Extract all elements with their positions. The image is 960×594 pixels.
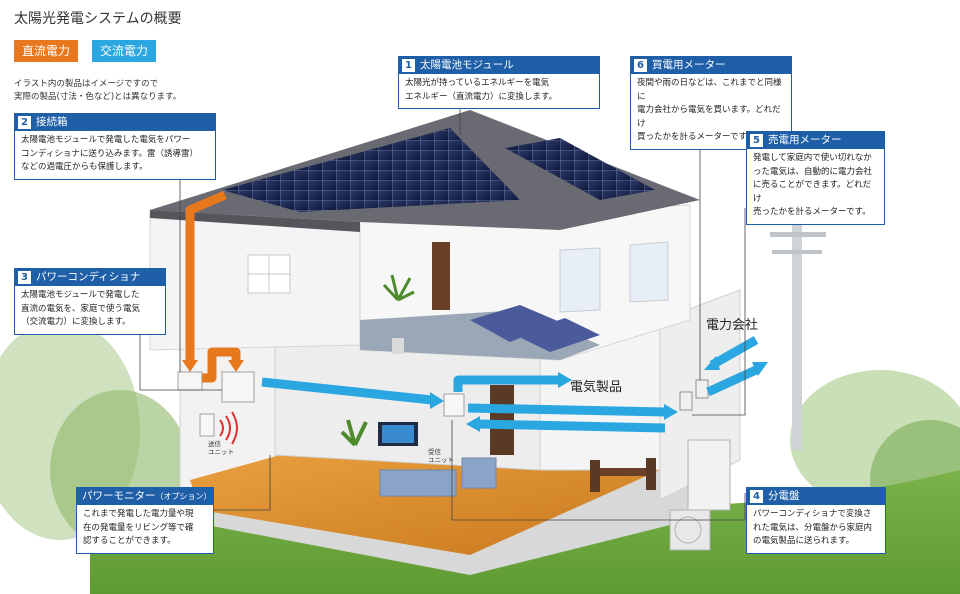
callout-body: パワーコンディショナで変換さ れた電気は、分電盤から家庭内 の電気製品に送られま… — [753, 509, 873, 546]
solar-panels-right — [505, 138, 655, 200]
label-power-company: 電力会社 — [706, 318, 759, 333]
callout-header: 1 太陽電池モジュール — [399, 57, 599, 74]
distribution-board — [443, 393, 465, 417]
heat-pump-tank — [687, 439, 731, 511]
callout-header: 2 接続箱 — [15, 114, 215, 131]
callout-number: 2 — [18, 116, 31, 129]
callout-header: 3 パワーコンディショナ — [15, 269, 165, 286]
image-disclaimer-text: イラスト内の製品はイメージですので 実際の製品(寸法・色など)とは異なります。 — [14, 79, 182, 102]
label-receiver-unit: 受信 ユニット — [428, 448, 454, 464]
sell-meter — [679, 391, 693, 411]
callout-body: これまで発電した電力量や現 在の発電量をリビング等で確 認することができます。 — [83, 509, 194, 546]
callout-header: 6 買電用メーター — [631, 57, 791, 74]
callout-title: 太陽電池モジュール — [420, 58, 514, 71]
page-title: 太陽光発電システムの概要 — [14, 11, 182, 27]
power-conditioner — [221, 371, 255, 403]
callout-power-conditioner: 3 パワーコンディショナ 太陽電池モジュールで発電した 直流の電気を、家庭で使う… — [14, 268, 166, 335]
callout-header: 5 売電用メーター — [747, 132, 884, 149]
legend-ac: 交流電力 — [92, 40, 157, 62]
transmitter-unit — [199, 413, 215, 437]
callout-power-monitor: パワーモニター （オプション） これまで発電した電力量や現 在の発電量をリビング… — [76, 487, 214, 554]
callout-number: 6 — [634, 59, 647, 72]
callout-junction-box: 2 接続箱 太陽電池モジュールで発電した電気をパワー コンディショナに送り込みま… — [14, 113, 216, 180]
callout-title: パワーモニター — [82, 489, 156, 502]
ac-flow-arrows — [261, 336, 759, 433]
callout-number: 5 — [750, 134, 763, 147]
callout-title: 売電用メーター — [768, 133, 842, 146]
callout-distribution-board: 4 分電盤 パワーコンディショナで変換さ れた電気は、分電盤から家庭内 の電気製… — [746, 487, 886, 554]
callout-title: 買電用メーター — [652, 58, 726, 71]
outdoor-unit — [669, 509, 711, 551]
callout-body: 太陽光が持っているエネルギーを電気 エネルギー（直流電力）に変換します。 — [405, 78, 558, 102]
label-appliances: 電気製品 — [570, 380, 623, 395]
callout-title-option: （オプション） — [155, 491, 212, 501]
callout-number: 4 — [750, 490, 763, 503]
callout-solar-module: 1 太陽電池モジュール 太陽光が持っているエネルギーを電気 エネルギー（直流電力… — [398, 56, 600, 109]
ground-floor-floor — [190, 455, 660, 555]
callout-body: 発電して家庭内で使い切れなか った電気は、自動的に電力会社 に売ることができます… — [753, 153, 873, 217]
callout-sell-meter: 5 売電用メーター 発電して家庭内で使い切れなか った電気は、自動的に電力会社 … — [746, 131, 885, 225]
dc-flow-arrows — [185, 190, 241, 383]
label-transmitter-unit: 送信 ユニット — [208, 440, 234, 456]
callout-header: パワーモニター （オプション） — [77, 488, 213, 505]
callout-title: パワーコンディショナ — [36, 270, 141, 283]
buy-meter — [695, 379, 709, 399]
junction-box — [177, 371, 203, 391]
solar-panels-left — [222, 128, 520, 212]
callout-body: 太陽電池モジュールで発電した電気をパワー コンディショナに送り込みます。雷（誘導… — [21, 135, 199, 172]
callout-title: 分電盤 — [768, 489, 800, 502]
callout-number: 3 — [18, 271, 31, 284]
image-disclaimer: イラスト内の製品はイメージですので 実際の製品(寸法・色など)とは異なります。 — [14, 78, 181, 104]
callout-body: 太陽電池モジュールで発電した 直流の電気を、家庭で使う電気 （交流電力）に変換し… — [21, 290, 141, 327]
legend-dc: 直流電力 — [14, 40, 79, 62]
callout-header: 4 分電盤 — [747, 488, 885, 505]
leader-lines — [139, 106, 746, 521]
callout-body: 夜間や雨の日などは、これまでと同様に 電力会社から電気を買います。どれだけ 買っ… — [637, 78, 782, 142]
callout-title: 接続箱 — [36, 115, 68, 128]
utility-pole — [770, 210, 826, 450]
callout-number: 1 — [402, 59, 415, 72]
